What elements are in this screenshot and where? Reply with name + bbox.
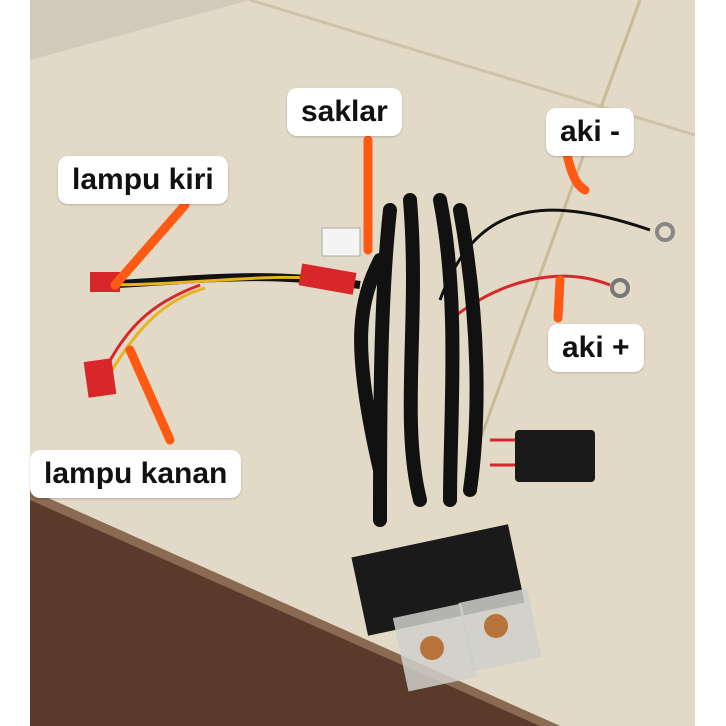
relay-coil [484,614,508,638]
tile-shadow [30,0,250,60]
label-lampu-kiri: lampu kiri [58,156,228,204]
label-saklar: saklar [287,88,402,136]
label-aki-minus: aki - [546,108,635,156]
ring-terminal [610,278,630,298]
relay-coil [420,636,444,660]
white-connector [321,227,361,257]
ring-terminal [655,222,675,242]
tile-grout [478,0,642,441]
red-connector [83,358,117,398]
label-lampu-kanan: lampu kanan [30,450,242,498]
coiled-cable [354,193,484,527]
label-aki-plus: aki + [548,324,644,372]
annotation-markers [110,135,590,445]
yellow-wire [110,286,206,371]
red-connector [298,263,357,295]
fuse-holder [515,430,595,482]
red-wire [103,283,201,371]
